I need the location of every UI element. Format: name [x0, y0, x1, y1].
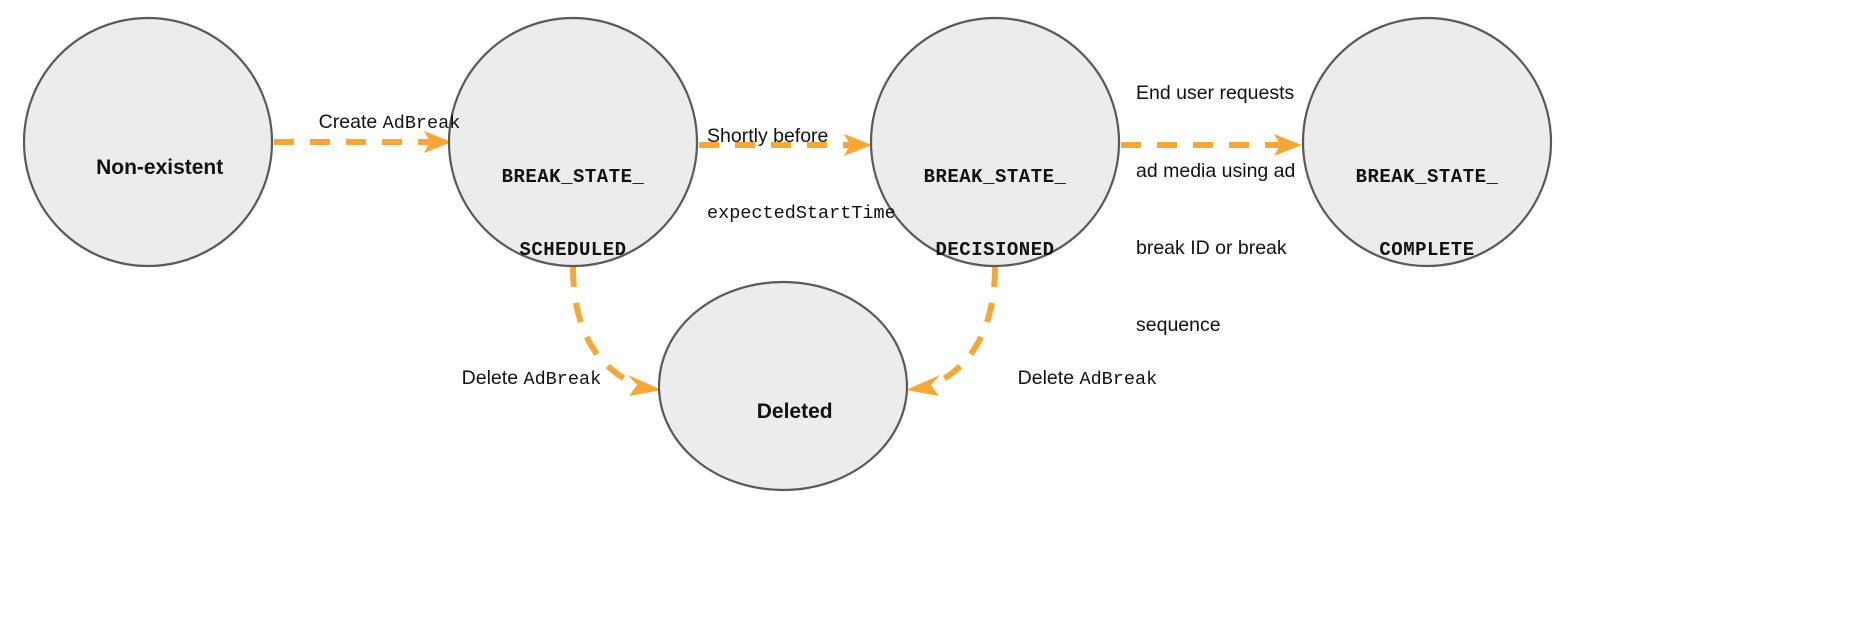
- node-deleted[interactable]: [657, 280, 909, 492]
- node-break-state-decisioned[interactable]: [869, 16, 1121, 268]
- node-break-state-complete[interactable]: [1301, 16, 1553, 268]
- edge-delete-from-decisioned-arrowhead: [906, 375, 940, 396]
- edge-delete-from-decisioned-line: [936, 266, 998, 385]
- node-break-state-scheduled[interactable]: [447, 16, 699, 268]
- edge-shortly-before: [699, 134, 872, 156]
- edge-delete-from-scheduled-line: [570, 266, 633, 385]
- edge-end-user-requests: [1121, 134, 1302, 156]
- edge-end-user-requests-arrowhead: [1274, 134, 1302, 156]
- edge-create-adbreak: [274, 131, 452, 153]
- node-non-existent[interactable]: [22, 16, 274, 268]
- edge-shortly-before-arrowhead: [844, 134, 872, 156]
- edge-delete-from-scheduled-arrowhead: [628, 375, 662, 396]
- edge-delete-from-scheduled: [570, 266, 662, 396]
- edge-create-adbreak-arrowhead: [424, 131, 452, 153]
- edge-delete-from-decisioned: [906, 266, 998, 396]
